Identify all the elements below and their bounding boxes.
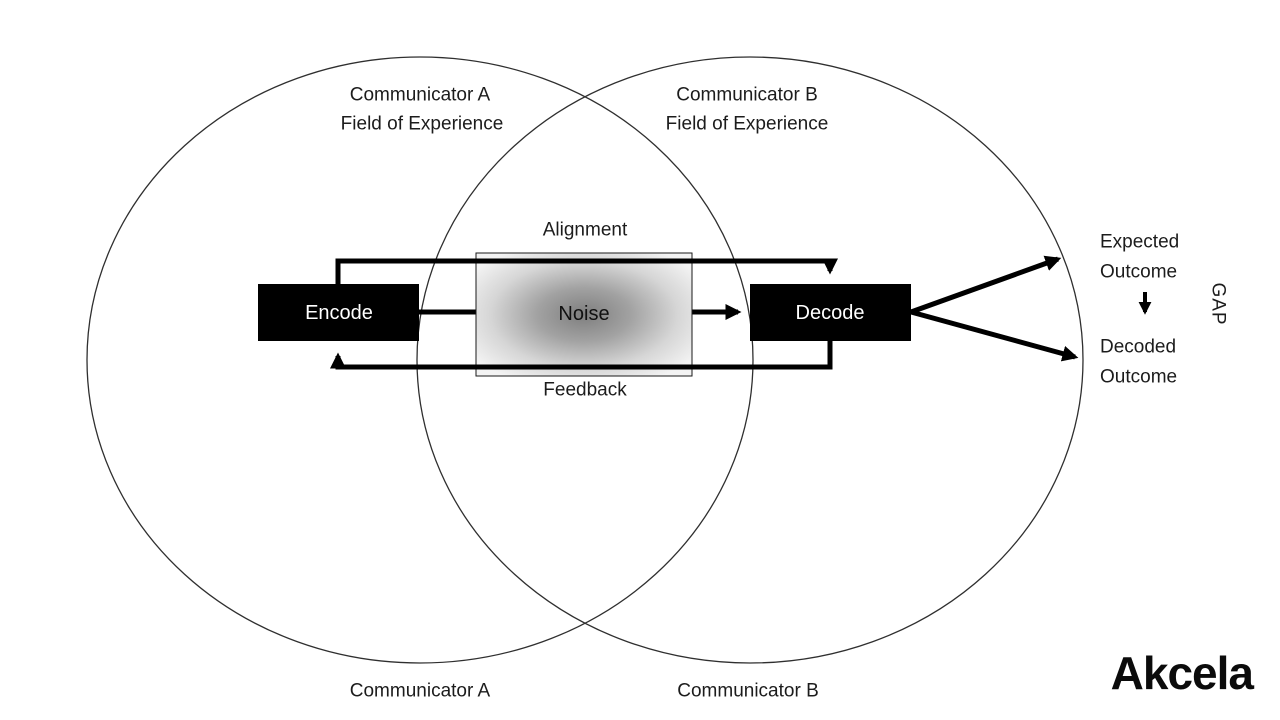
communicator-a-bottom-label: Communicator A <box>349 680 491 702</box>
communicator-a-title: Communicator A <box>349 84 491 106</box>
decoded-outcome-line1: Decoded <box>1100 336 1177 358</box>
decode-label: Decode <box>795 302 865 324</box>
decoded-outcome-arrow <box>910 309 1079 362</box>
decoded-outcome-line2: Outcome <box>1100 366 1178 388</box>
gap-label: GAP <box>1207 282 1229 326</box>
noise-label: Noise <box>558 303 610 325</box>
encode-box <box>258 284 419 341</box>
communicator-b-field-of-experience: Field of Experience <box>665 113 829 135</box>
expected-outcome-arrow <box>910 255 1062 315</box>
noise-box <box>475 252 693 377</box>
alignment-label: Alignment <box>542 219 628 241</box>
encode-label: Encode <box>305 302 373 324</box>
expected-outcome-line2: Outcome <box>1100 261 1178 283</box>
communicator-b-bottom-label: Communicator B <box>677 680 819 702</box>
feedback-label: Feedback <box>543 379 627 401</box>
alignment-line <box>335 258 839 284</box>
communicator-b-title: Communicator B <box>676 84 818 106</box>
akcela-logo: Akcela <box>1110 647 1254 699</box>
decode-box <box>750 284 911 341</box>
feedback-line <box>329 341 833 370</box>
communicator-a-field-of-experience: Field of Experience <box>340 113 504 135</box>
circle-field-a <box>86 56 754 664</box>
circle-field-b <box>416 56 1084 664</box>
expected-outcome-line1: Expected <box>1100 231 1180 253</box>
